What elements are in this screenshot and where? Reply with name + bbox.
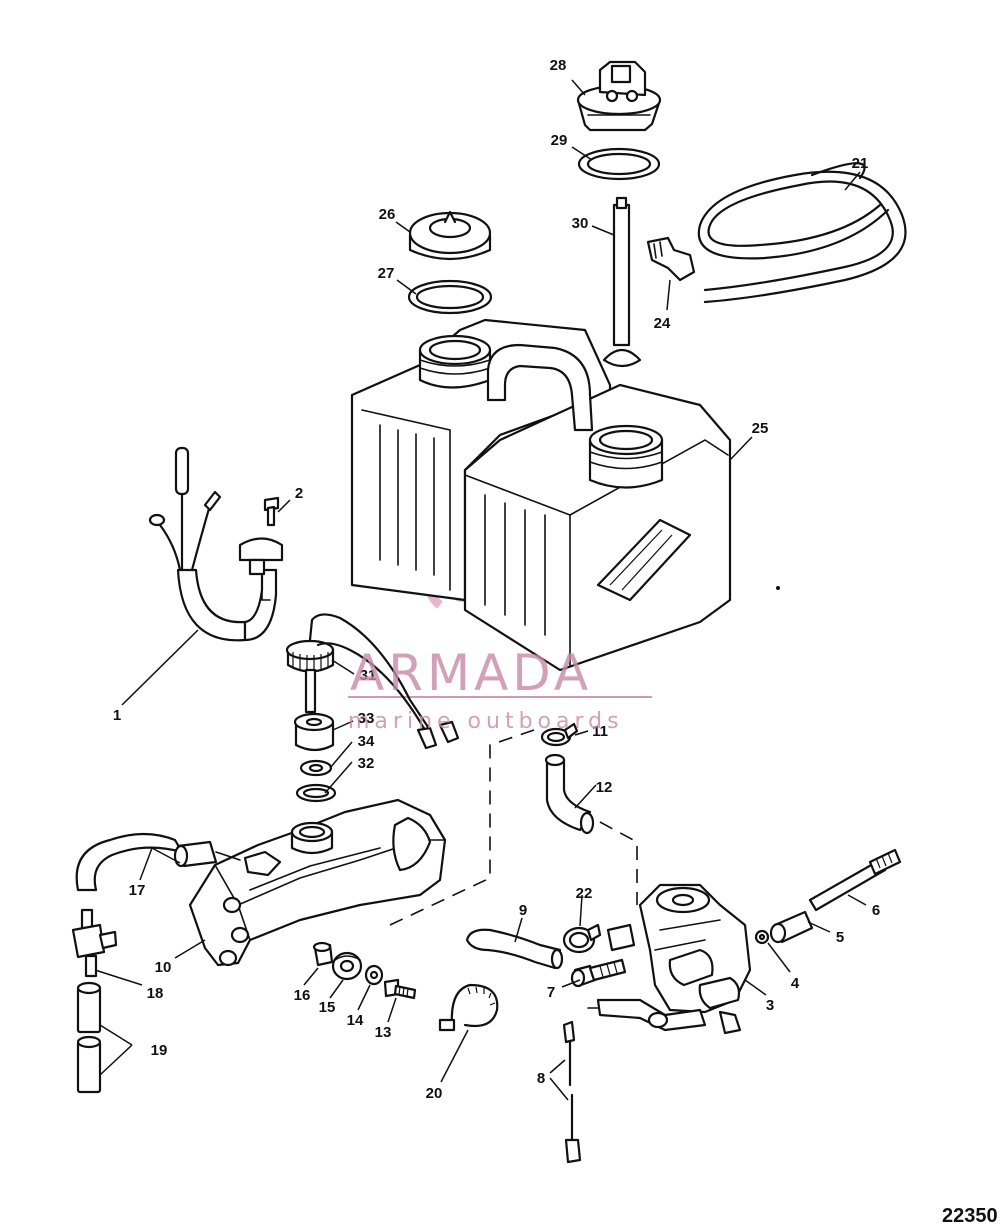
grommet xyxy=(293,712,335,752)
fuel-tank xyxy=(350,318,780,672)
o-ring xyxy=(295,783,337,803)
drive-shaft xyxy=(808,848,902,912)
pickup-tube xyxy=(602,196,642,368)
elbow-hose xyxy=(544,753,595,835)
bushing xyxy=(769,910,814,944)
hose-fitting xyxy=(646,236,696,282)
cable-strap xyxy=(438,983,499,1032)
callout-22: 22 xyxy=(576,885,593,902)
callout-20: 20 xyxy=(426,1085,443,1102)
callout-33: 33 xyxy=(358,710,375,727)
callout-12: 12 xyxy=(596,779,613,796)
callout-18: 18 xyxy=(147,985,164,1002)
callout-1: 1 xyxy=(113,707,121,724)
fuel-hose-coil xyxy=(697,162,907,304)
callout-8: 8 xyxy=(537,1070,545,1087)
watermark-tagline: marine outboards xyxy=(348,709,624,734)
mounting-hardware xyxy=(312,941,417,1000)
oil-reservoir xyxy=(188,798,447,967)
callout-2: 2 xyxy=(295,485,303,502)
callout-7: 7 xyxy=(547,984,555,1001)
callout-26: 26 xyxy=(379,206,396,223)
warning-harness xyxy=(148,446,284,642)
callout-25: 25 xyxy=(752,420,769,437)
figure-number: 22350 xyxy=(942,1205,998,1227)
hose-sections xyxy=(76,981,102,1094)
screw xyxy=(263,496,280,527)
callout-29: 29 xyxy=(551,132,568,149)
callout-34: 34 xyxy=(358,733,375,750)
callout-30: 30 xyxy=(572,215,589,232)
link-rod xyxy=(562,1020,582,1164)
callout-5: 5 xyxy=(836,929,844,946)
oil-hose xyxy=(75,832,241,892)
callout-31: 31 xyxy=(360,667,377,684)
callout-labels: 1 2 3 4 5 6 7 8 9 10 11 12 13 14 15 16 1… xyxy=(113,57,880,1102)
callout-32: 32 xyxy=(358,755,375,772)
callout-28: 28 xyxy=(550,57,567,74)
filler-cap-assembly xyxy=(576,60,662,132)
callout-6: 6 xyxy=(872,902,880,919)
callout-17: 17 xyxy=(129,882,146,899)
cap-gasket xyxy=(577,147,661,181)
callout-27: 27 xyxy=(378,265,395,282)
callout-14: 14 xyxy=(347,1012,364,1029)
callout-24: 24 xyxy=(654,315,671,332)
callout-10: 10 xyxy=(155,959,172,976)
callout-15: 15 xyxy=(319,999,336,1016)
fuel-cap-gasket xyxy=(407,279,493,315)
watermark-brand: ARMADA xyxy=(350,644,592,702)
callout-16: 16 xyxy=(294,987,311,1004)
fuel-cap xyxy=(408,210,492,261)
lock-washer xyxy=(299,759,333,777)
routing-lines xyxy=(389,727,638,926)
washer xyxy=(754,929,770,945)
callout-4: 4 xyxy=(791,975,800,992)
callout-9: 9 xyxy=(519,902,527,919)
callout-21: 21 xyxy=(852,155,869,172)
pump-hose xyxy=(465,928,564,970)
oil-level-sensor xyxy=(285,613,460,750)
callout-13: 13 xyxy=(375,1024,392,1041)
bolt xyxy=(570,958,627,988)
tee-fitting xyxy=(71,908,118,978)
oil-pump xyxy=(587,883,752,1035)
watermark-text: ARMADA marine outboards xyxy=(348,644,624,734)
hose-clamp xyxy=(540,722,579,747)
callout-19: 19 xyxy=(151,1042,168,1059)
callout-11: 11 xyxy=(592,723,608,740)
hose-clamp-22 xyxy=(562,923,602,954)
leader-lines xyxy=(94,79,867,1101)
callout-3: 3 xyxy=(766,997,774,1014)
